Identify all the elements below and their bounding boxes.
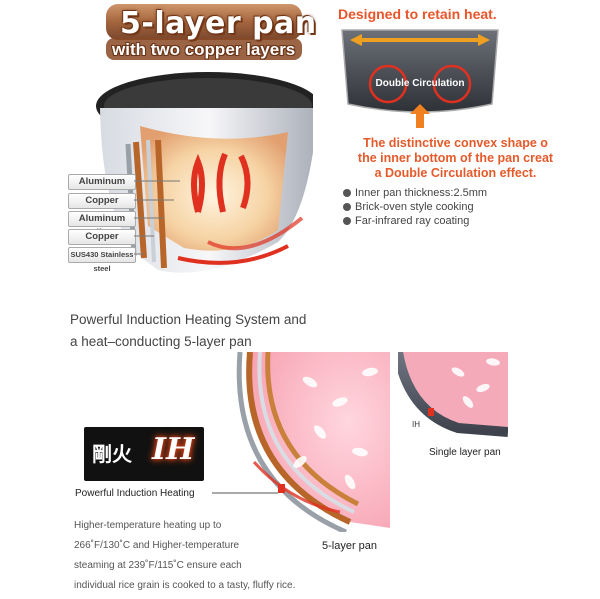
five-layer-magnified-illustration — [236, 352, 390, 532]
temp-line-2: 266˚F/130˚C and Higher-temperature — [74, 540, 240, 551]
powerful-induction-label: Powerful Induction Heating — [75, 488, 195, 499]
retain-heat-heading: Designed to retain heat. — [338, 6, 497, 22]
induction-heading: Powerful Induction Heating System and a … — [70, 309, 306, 353]
convex-shape-text: The distinctive convex shape o the inner… — [318, 136, 593, 181]
layer-label-2: Copper — [68, 193, 136, 209]
bullet-icon — [343, 189, 351, 197]
spec-item-coating: Far-infrared ray coating — [343, 215, 469, 227]
pointer-line — [212, 492, 278, 494]
single-layer-illustration — [398, 352, 508, 437]
gouka-ih-logo — [84, 427, 204, 481]
spec-item-thickness: Inner pan thickness:2.5mm — [343, 187, 487, 199]
layer-label-3: Aluminum alloy — [68, 211, 136, 238]
single-layer-label: Single layer pan — [429, 447, 501, 458]
ih-marker-label: IH — [412, 420, 420, 429]
layer-label-1: Aluminum — [68, 174, 136, 190]
title-banner-graphic — [106, 4, 302, 60]
layer-label-5: SUS430 Stainless steel — [68, 247, 136, 273]
temp-line-1: Higher-temperature heating up to — [74, 520, 222, 531]
convex-line-1: The distinctive convex shape o — [363, 136, 548, 150]
spec-item-brick-oven: Brick-oven style cooking — [343, 201, 474, 213]
induction-heading-line-1: Powerful Induction Heating System and — [70, 312, 307, 327]
temperature-description: Higher-temperature heating up to 266˚F/1… — [74, 516, 295, 596]
title-line-1: 5-layer pan — [120, 6, 317, 41]
induction-heading-line-2: a heat–conducting 5-layer pan — [70, 334, 252, 349]
logo-kanji: 剛火 — [92, 442, 132, 466]
bullet-icon — [343, 203, 351, 211]
layer-label-4: Copper — [68, 229, 136, 245]
bullet-icon — [343, 217, 351, 225]
convex-line-3: a Double Circulation effect. — [374, 166, 537, 180]
double-circulation-diagram — [341, 29, 499, 128]
temp-line-4: individual rice grain is cooked to a tas… — [74, 580, 296, 591]
five-layer-label: 5-layer pan — [322, 540, 378, 552]
temp-line-3: steaming at 239˚F/115˚C ensure each — [74, 560, 242, 571]
layer-leader-lines — [134, 180, 180, 255]
title-line-2: with two copper layers — [112, 40, 296, 59]
convex-line-2: the inner bottom of the pan creat — [357, 151, 554, 165]
double-circulation-label: Double Circulation — [375, 78, 465, 89]
logo-ih-mark: IH — [152, 432, 195, 467]
